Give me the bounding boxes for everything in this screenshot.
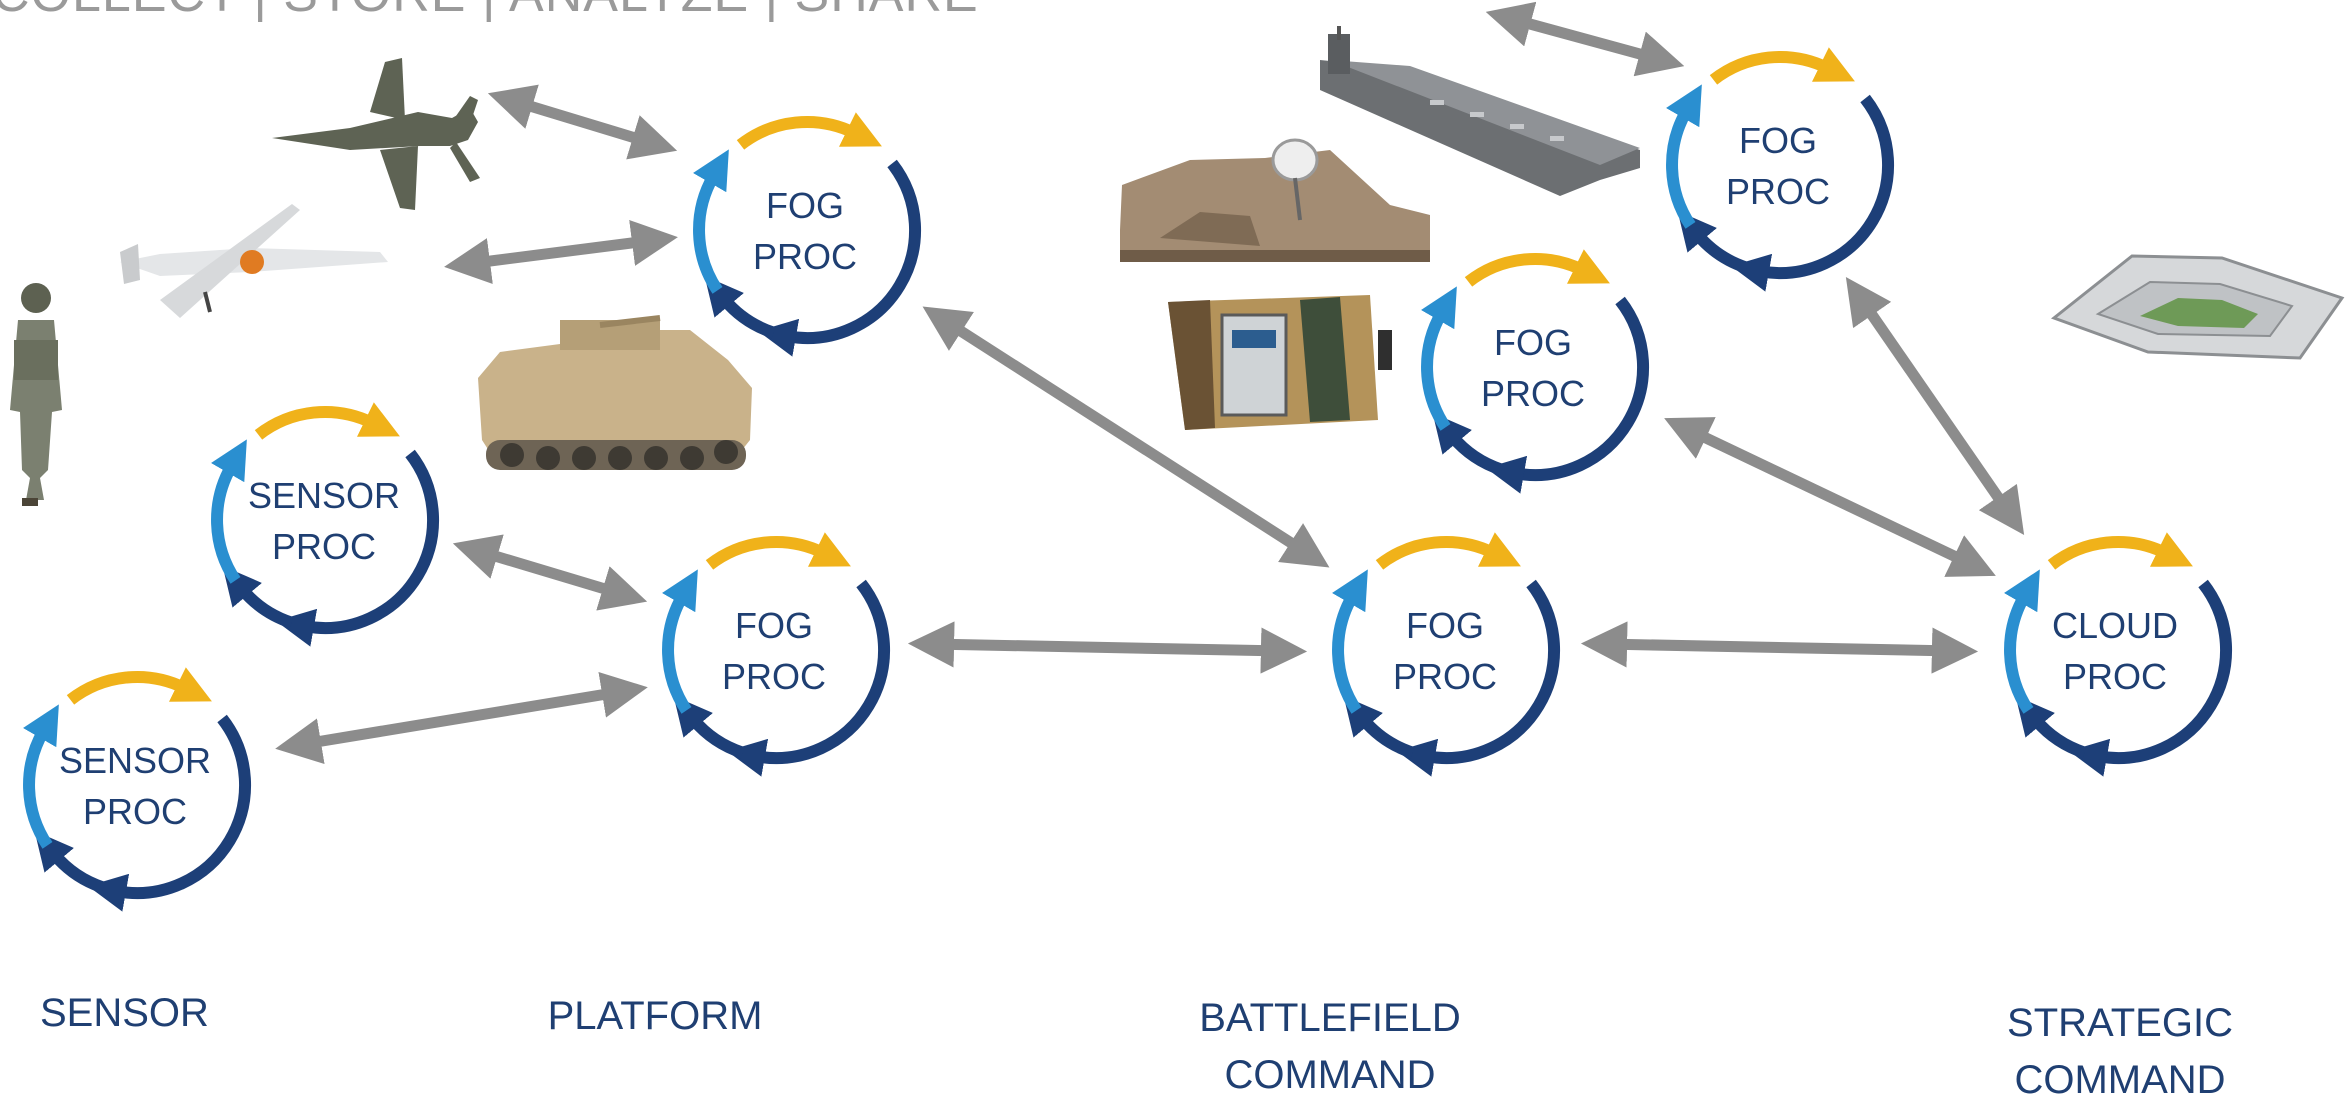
drone-icon [120,204,388,318]
ring-fog-battlefield-main [1332,532,1560,777]
tier-label-strategic: STRATEGIC COMMAND [2007,1001,2233,1102]
arrow-sensor-lower-to-fog [275,671,648,765]
pentagon-icon [2050,254,2345,360]
node-label-sensor-lower: SENSOR PROC [58,740,212,832]
ring-arc-dark-blue-lower [704,275,776,339]
node-label-cloud-strategic: CLOUD PROC [2051,605,2179,697]
arrow-fog-naval-to-cloud [1845,276,2025,536]
process-rings [23,47,2232,912]
ring-arc-light-blue [1421,286,1457,431]
ring-sensor-upper [211,402,439,647]
ring-arc-light-blue [1332,569,1368,714]
ring-arc-gold [705,532,851,570]
ring-arc-gold [1375,532,1521,570]
arrow-drone-to-fog [444,220,678,284]
aircraft-carrier-icon [1320,26,1640,196]
ring-arc-light-blue [23,704,59,849]
tier-label-battlefield: BATTLEFIELD COMMAND [1199,996,1461,1097]
soldier-icon [10,283,62,506]
ring-arc-dark-blue-lower [34,830,106,894]
tier-label-sensor: SENSOR [40,991,209,1035]
node-label-fog-platform-main: FOG PROC [721,605,826,697]
ring-arc-light-blue [2004,569,2040,714]
ring-arc-dark-blue [87,714,251,912]
ring-arc-dark-blue [1485,296,1649,494]
node-label-fog-battlefield-upper: FOG PROC [1480,322,1585,414]
ring-arc-gold [1709,47,1855,85]
ring-arc-dark-blue [275,449,439,647]
node-label-sensor-upper: SENSOR PROC [247,475,401,567]
arrow-carrier-to-fog-naval [1485,1,1685,77]
ring-arc-dark-blue-lower [673,695,745,759]
ring-arc-light-blue [1666,84,1702,229]
node-label-fog-platform-top: FOG PROC [752,185,857,277]
ring-fog-platform-top [693,112,921,357]
armored-vehicle-icon [478,315,752,470]
ring-arc-dark-blue-lower [222,565,294,629]
ring-arc-gold [66,667,212,705]
ring-arc-gold [1464,249,1610,287]
ring-arc-dark-blue [2068,579,2232,777]
ring-arc-light-blue [693,149,729,294]
arrow-fog-upper-to-cloud [1664,417,1996,577]
ring-arc-dark-blue-lower [1343,695,1415,759]
shelter-icon [1168,295,1392,430]
connector-arrows [275,1,2025,765]
ring-cloud-strategic [2004,532,2232,777]
ring-fog-battlefield-upper [1421,249,1649,494]
arrow-battlefield-to-cloud [1580,621,1979,674]
ring-arc-dark-blue [757,159,921,357]
ring-arc-light-blue [211,439,247,584]
ring-arc-dark-blue [726,579,890,777]
ring-arc-dark-blue-lower [1432,412,1504,476]
ring-arc-dark-blue-lower [2015,695,2087,759]
tier-label-platform: PLATFORM [547,994,763,1038]
ring-arc-dark-blue-lower [1677,210,1749,274]
arrow-fog-top-to-battlefield [922,306,1330,568]
arrow-fog-platform-to-battlefield [907,621,1308,674]
page-header: COLLECT | STORE | ANALYZE | SHARE [0,0,979,24]
ring-fog-naval [1666,47,1894,292]
arrow-sensor-upper-to-fog [452,534,648,611]
node-label-fog-naval: FOG PROC [1725,120,1830,212]
ring-arc-gold [254,402,400,440]
arrow-jet-to-fog [487,84,678,160]
fighter-jet-icon [272,58,480,210]
command-post-icon [1120,138,1430,262]
ring-sensor-lower [23,667,251,912]
ring-fog-platform-main [662,532,890,777]
ring-arc-dark-blue [1730,94,1894,292]
node-label-fog-battlefield-main: FOG PROC [1392,605,1497,697]
ring-arc-light-blue [662,569,698,714]
ring-arc-gold [736,112,882,150]
ring-arc-dark-blue [1396,579,1560,777]
ring-arc-gold [2047,532,2193,570]
